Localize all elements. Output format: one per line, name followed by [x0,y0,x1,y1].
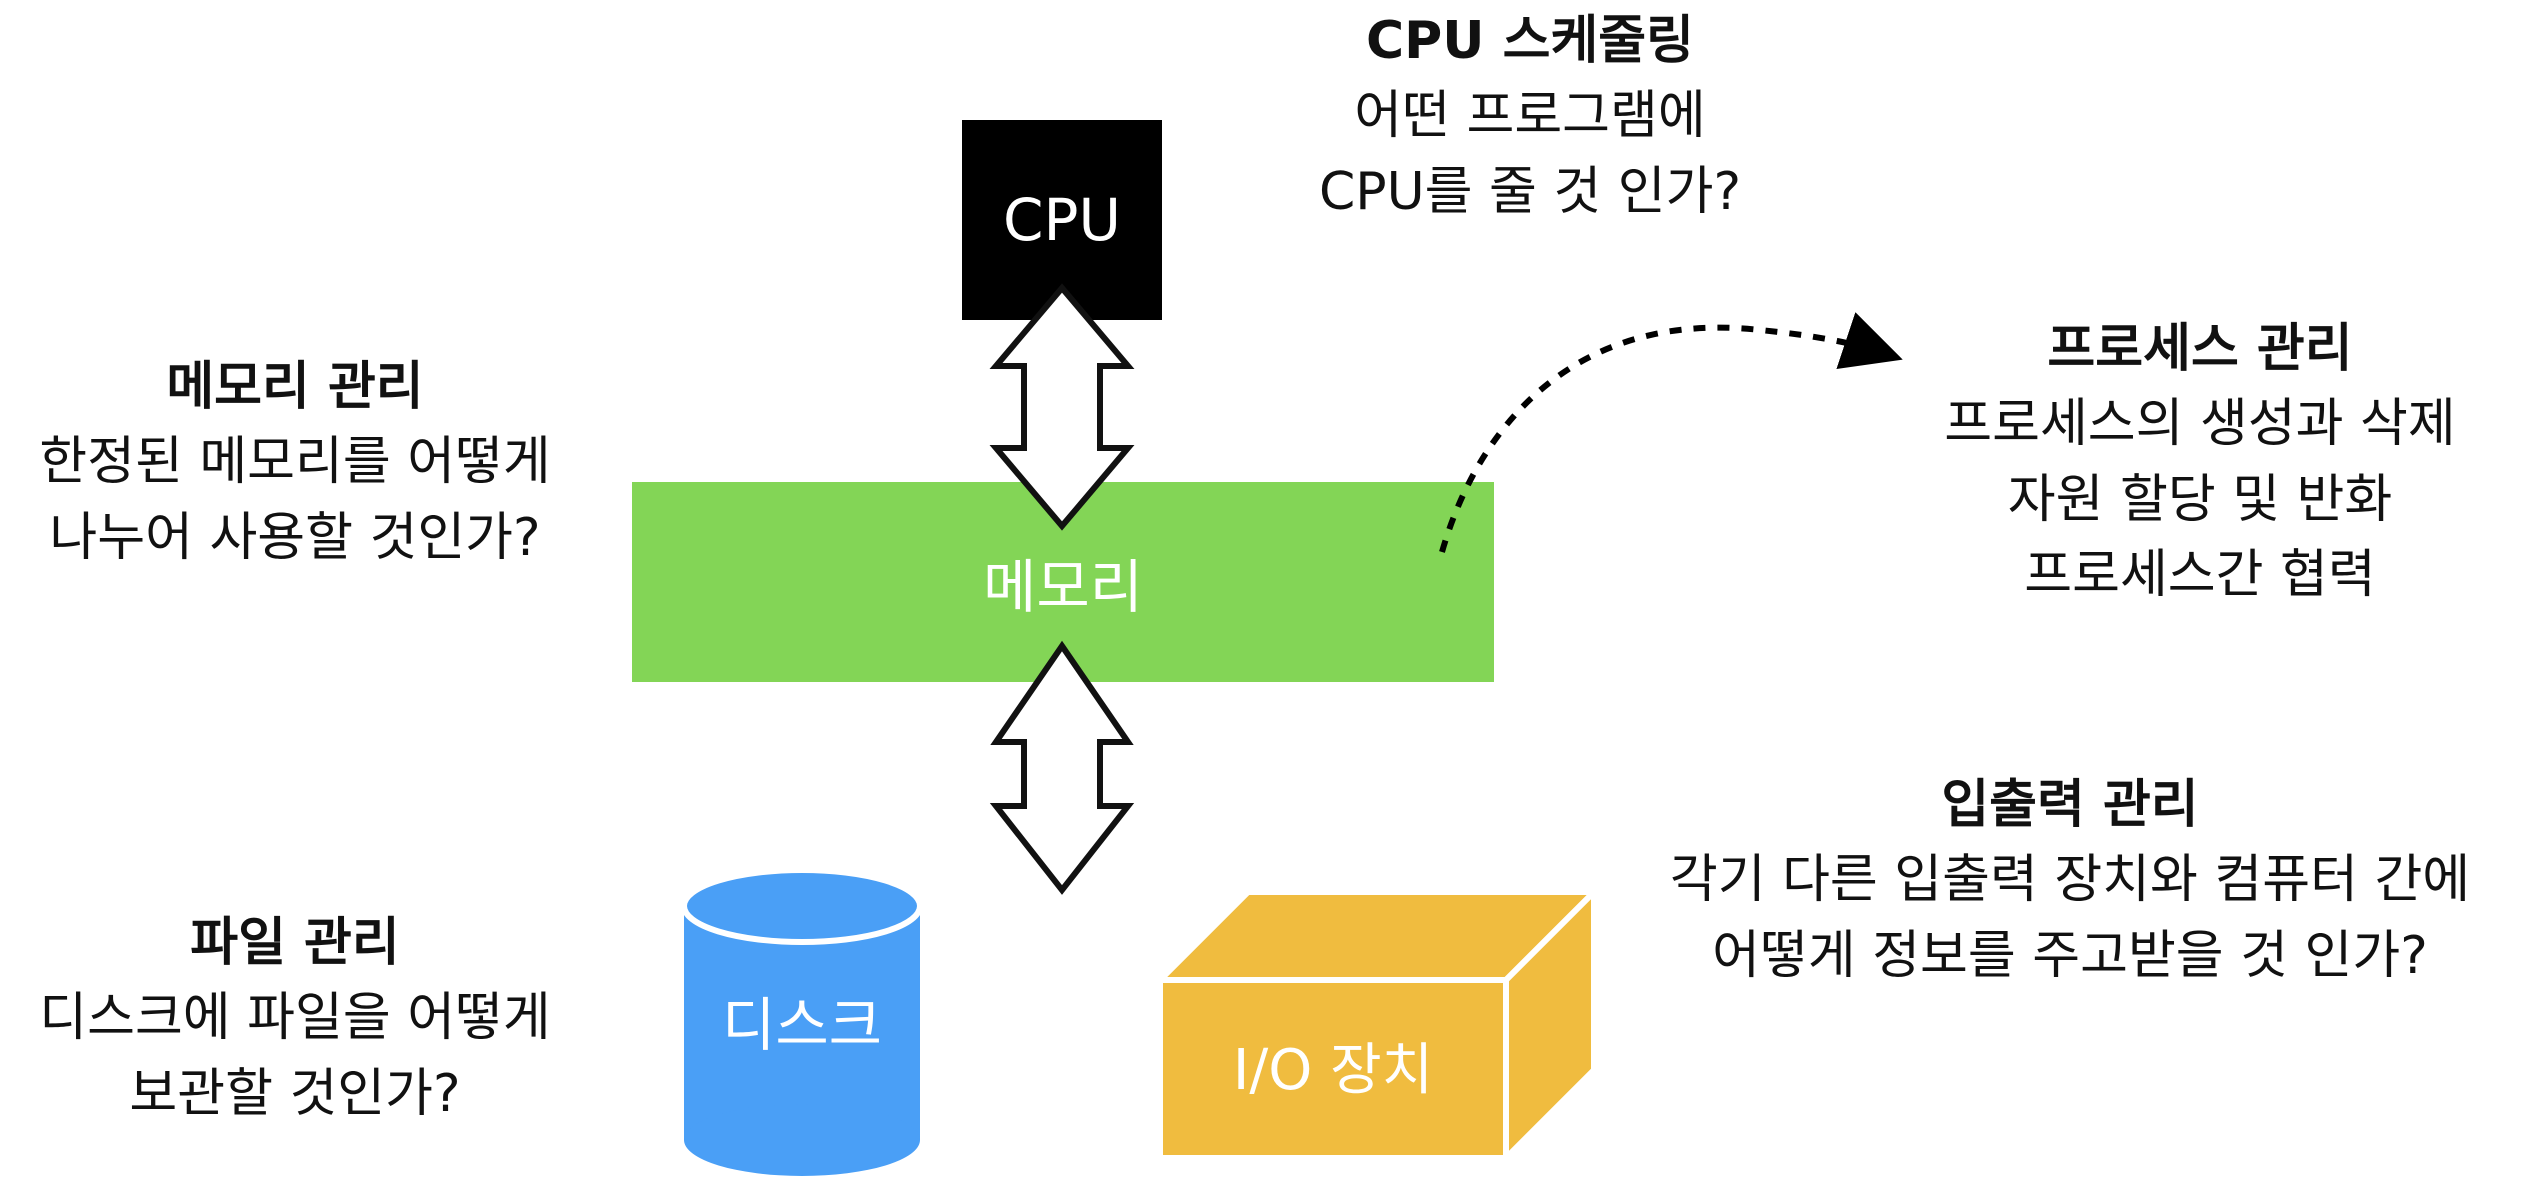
process-management-annotation: 프로세스 관리 프로세스의 생성과 삭제 자원 할당 및 반화 프로세스간 협력 [1880,312,2520,614]
memory-management-annotation: 메모리 관리 한정된 메모리를 어떻게 나누어 사용할 것인가? [0,350,590,576]
io-device-box [1157,889,1597,1161]
io-management-line-1: 각기 다른 입출력 장치와 컴퓨터 간에 [1669,850,2471,911]
process-management-title: 프로세스 관리 [2047,319,2353,379]
file-management-line-1: 디스크에 파일을 어떻게 [39,988,551,1049]
file-management-annotation: 파일 관리 디스크에 파일을 어떻게 보관할 것인가? [0,906,590,1132]
file-management-line-2: 보관할 것인가? [129,1063,461,1124]
io-device-label: I/O 장치 [1232,1037,1434,1103]
cpu-scheduling-annotation: CPU 스케줄링 어떤 프로그램에 CPU를 줄 것 인가? [1230,4,1830,230]
io-management-line-2: 어떻게 정보를 주고받을 것 인가? [1712,925,2428,986]
process-dotted-arrow [1439,312,1903,553]
memory-management-line-1: 한정된 메모리를 어떻게 [39,432,551,493]
memory-management-line-2: 나누어 사용할 것인가? [49,507,541,568]
memory-label: 메모리 [982,553,1144,621]
cpu-scheduling-line-1: 어떤 프로그램에 [1354,86,1706,147]
disk-label: 디스크 [721,991,883,1059]
file-management-title: 파일 관리 [190,913,400,973]
memory-management-title: 메모리 관리 [166,357,424,417]
process-management-line-1: 프로세스의 생성과 삭제 [1944,394,2456,455]
cpu-scheduling-title: CPU 스케줄링 [1366,11,1694,71]
cpu-scheduling-line-2: CPU를 줄 것 인가? [1318,161,1742,222]
process-management-line-2: 자원 할당 및 반화 [2007,469,2393,530]
disk-cylinder [681,867,923,1176]
process-management-line-3: 프로세스간 협력 [2024,545,2376,606]
io-management-title: 입출력 관리 [1941,775,2199,835]
memory-devices-double-arrow [989,640,1135,895]
io-management-annotation: 입출력 관리 각기 다른 입출력 장치와 컴퓨터 간에 어떻게 정보를 주고받을… [1620,768,2520,994]
cpu-label: CPU [1003,186,1121,254]
cpu-memory-double-arrow [989,283,1135,531]
